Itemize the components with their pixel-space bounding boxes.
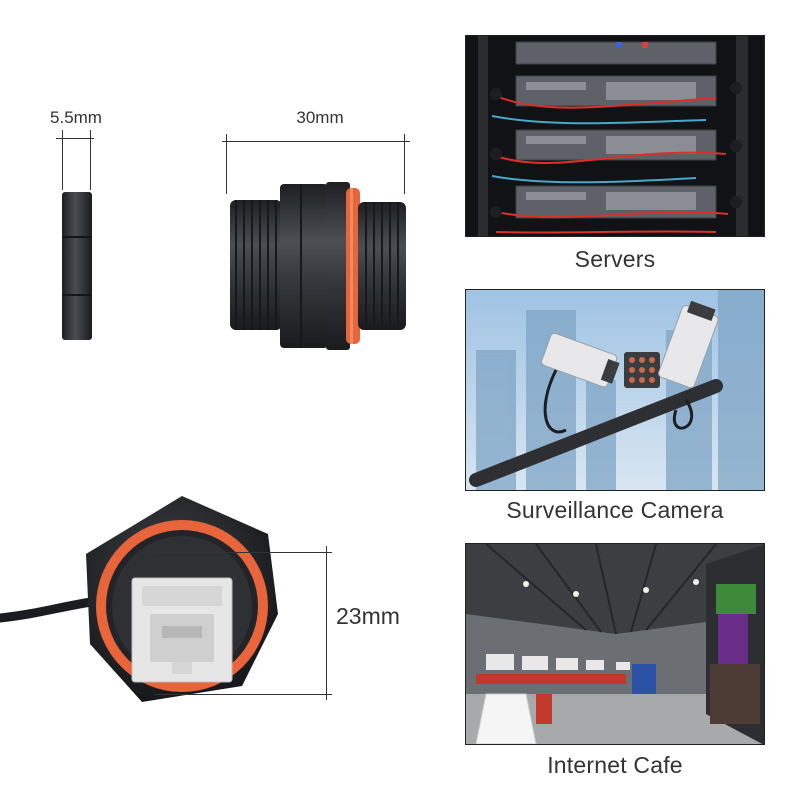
height-dimension-line (326, 546, 327, 700)
servers-photo (465, 35, 765, 237)
internet-cafe-caption: Internet Cafe (547, 752, 683, 778)
servers-caption: Servers (574, 246, 656, 272)
connector-side-view (226, 180, 410, 352)
thickness-dimension-tick-left (62, 130, 63, 190)
thickness-dimension-line (56, 138, 94, 139)
length-dimension-tick-right (404, 134, 405, 194)
surveillance-camera-caption: Surveillance Camera (506, 497, 724, 523)
thickness-dimension-label: 5.5mm (50, 108, 102, 127)
thickness-dimension-tick-right (90, 130, 91, 190)
surveillance-camera-photo (465, 289, 765, 491)
connector-front-view (82, 494, 282, 706)
height-dimension-tick-bottom (154, 694, 332, 695)
length-dimension-line (222, 141, 410, 142)
length-dimension-tick-left (226, 134, 227, 194)
length-dimension-label: 30mm (296, 108, 344, 127)
internet-cafe-photo (465, 543, 765, 745)
height-dimension-label: 23mm (336, 603, 400, 629)
height-dimension-tick-top (154, 552, 332, 553)
lock-nut-side-view (58, 190, 98, 342)
